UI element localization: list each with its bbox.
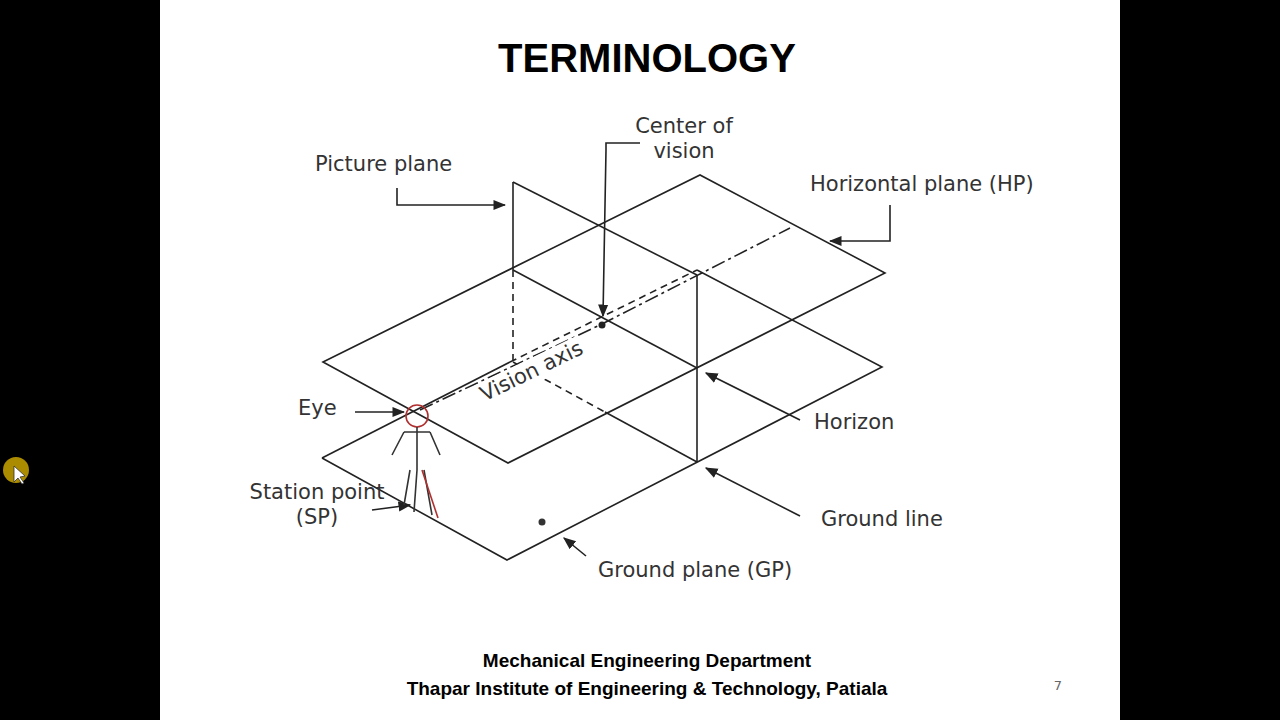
slide-number: 7 [1054,678,1062,694]
term-label: Station point (SP) [242,480,392,530]
term-label: Ground line [821,507,943,532]
term-label: Eye [298,396,337,421]
term-label: Picture plane [315,152,452,177]
term-label: Horizontal plane (HP) [810,172,1034,197]
term-label: Center of vision [614,114,754,164]
footer-text: Mechanical Engineering Department [483,650,811,673]
term-label: Horizon [814,410,894,435]
slide-ground [160,0,1120,720]
slide-title: TERMINOLOGY [498,36,796,81]
footer-text: Thapar Institute of Engineering & Techno… [407,678,888,701]
term-label: Ground plane (GP) [598,558,792,583]
